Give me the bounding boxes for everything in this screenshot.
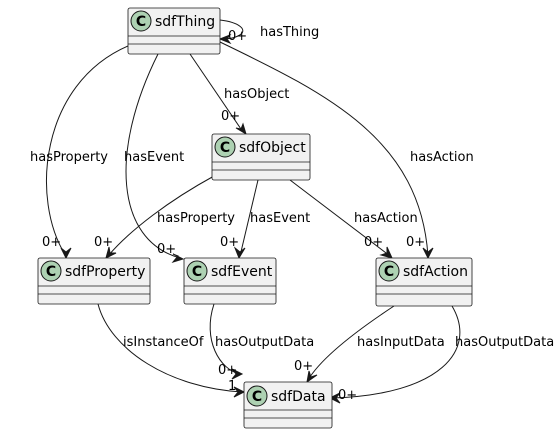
arrowhead-object-property: [105, 246, 117, 259]
mult-thing-object: 0+: [221, 109, 240, 124]
edge-thing-property: [45, 45, 129, 257]
mult-thing-self: 0+: [228, 29, 247, 44]
label-object-action: hasAction: [354, 211, 418, 226]
class-sdfAction[interactable]: C sdfAction: [375, 257, 473, 307]
arrowhead-thing-object: [235, 122, 247, 136]
arrowhead-event-data: [231, 368, 244, 380]
class-circle-letter: C: [220, 140, 230, 156]
class-name-sdfAction: sdfAction: [403, 264, 468, 280]
class-circle-letter: C: [252, 389, 262, 405]
mult-thing-action: 0+: [406, 235, 425, 250]
label-object-property: hasProperty: [157, 211, 235, 226]
class-circle-icon: [214, 136, 236, 158]
label-property-data: isInstanceOf: [123, 335, 204, 350]
arrowhead-object-event: [233, 246, 246, 260]
edge-thing-action: [219, 41, 429, 257]
mult-object-event: 0+: [220, 235, 239, 250]
class-circle-icon: [246, 385, 268, 407]
mult-property-data: 1: [228, 379, 236, 394]
edge-action-data-out: [331, 305, 461, 399]
label-event-data: hasOutputData: [215, 335, 314, 350]
class-circle-letter: C: [192, 264, 202, 280]
class-name-sdfObject: sdfObject: [239, 140, 306, 156]
class-name-sdfEvent: sdfEvent: [211, 264, 273, 280]
class-sdfObject[interactable]: C sdfObject: [211, 133, 311, 181]
class-name-sdfThing: sdfThing: [155, 14, 215, 30]
arrowhead-action-data-out: [328, 392, 341, 404]
label-thing-action: hasAction: [410, 150, 474, 165]
label-action-data-out: hasOutputData: [455, 335, 554, 350]
relation-labels: hasThing 0+ hasObject 0+ hasProperty 0+ …: [30, 25, 554, 403]
class-name-sdfData: sdfData: [271, 389, 326, 405]
class-circle-icon: [186, 260, 208, 282]
mult-object-property: 0+: [94, 235, 113, 250]
class-circle-icon: [130, 10, 152, 32]
edge-object-event: [239, 179, 259, 257]
edge-thing-event: [125, 53, 181, 259]
class-circle-icon: [378, 260, 400, 282]
arrowhead-thing-action: [422, 247, 434, 260]
arrowhead-thing-self: [218, 33, 232, 45]
arrowhead-property-data: [233, 386, 246, 398]
label-thing-property: hasProperty: [30, 150, 108, 165]
label-thing-object: hasObject: [224, 87, 289, 102]
mult-action-data-in: 0+: [294, 359, 313, 374]
mult-action-data-out: 0+: [338, 388, 357, 403]
mult-event-data: 0+: [218, 363, 237, 378]
edge-thing-self: [219, 19, 244, 40]
arrowhead-thing-property: [60, 247, 72, 260]
class-sdfProperty[interactable]: C sdfProperty: [37, 257, 151, 305]
label-action-data-in: hasInputData: [357, 335, 445, 350]
class-name-sdfProperty: sdfProperty: [65, 264, 145, 280]
label-thing-event: hasEvent: [124, 150, 184, 165]
class-sdfData[interactable]: C sdfData: [243, 381, 333, 429]
class-circle-icon: [40, 260, 62, 282]
class-circle-letter: C: [384, 264, 394, 280]
mult-thing-event: 0+: [157, 242, 176, 257]
class-circle-letter: C: [46, 264, 56, 280]
edge-object-property: [107, 175, 215, 257]
mult-object-action: 0+: [364, 235, 383, 250]
edge-action-data-in: [307, 305, 395, 381]
edge-property-data: [97, 303, 243, 393]
mult-thing-property: 0+: [42, 235, 61, 250]
label-thing-self: hasThing: [260, 25, 319, 40]
arrowhead-object-action: [379, 246, 393, 259]
class-sdfThing[interactable]: C sdfThing: [127, 7, 221, 55]
arrowhead-thing-event: [171, 253, 185, 263]
edge-thing-object: [189, 53, 244, 133]
class-circle-letter: C: [136, 14, 146, 30]
arrowheads: [60, 33, 434, 404]
edge-object-action: [289, 179, 391, 257]
class-sdfEvent[interactable]: C sdfEvent: [183, 257, 277, 305]
label-object-event: hasEvent: [250, 211, 310, 226]
edges: [45, 19, 461, 399]
arrowhead-action-data-in: [306, 370, 318, 384]
